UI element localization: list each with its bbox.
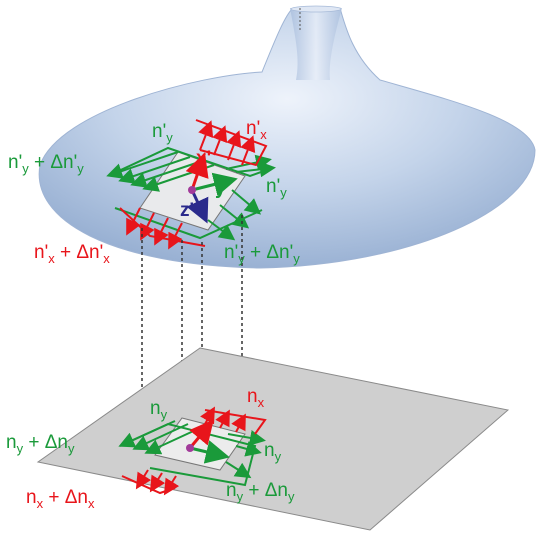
plane-axis-x-arrow <box>188 419 214 449</box>
axis-y-arrow <box>191 172 238 197</box>
shell-top-rim <box>290 5 342 13</box>
label-ny-plus-delta-left: n'y + Δn'y <box>8 152 84 176</box>
label-axis-x: x' <box>196 148 211 169</box>
label-axis-z: z' <box>180 200 194 221</box>
plane-ny-arrow <box>118 420 176 448</box>
shell-ny-arrow <box>235 161 276 178</box>
shell-nx-arrow <box>212 125 228 156</box>
plane-axis-y-arrow <box>189 440 230 464</box>
shell-force-labels: n'y n'x n'y + Δn'y n'y n'x + Δn'x n'y + … <box>8 118 300 266</box>
shell-flare <box>38 7 536 269</box>
plane-label-ny-plus-delta-left: ny + Δny <box>6 432 75 456</box>
label-ny-plus-delta-bottom: n'y + Δn'y <box>224 242 300 266</box>
plane-nx-arrow <box>163 475 180 496</box>
plane-label-nx-top: nx <box>247 386 265 410</box>
plane-axis-origin-dot <box>186 444 194 452</box>
plane-ny-arrow <box>227 430 266 446</box>
shell-nx-arrow <box>198 120 214 151</box>
shell-local-axes <box>185 152 238 224</box>
plane-surface <box>36 347 510 531</box>
label-axis-y: y' <box>215 178 230 199</box>
plane-nx-arrow <box>215 409 230 429</box>
reference-plane <box>36 347 510 531</box>
plane-nx-arrow <box>135 469 152 490</box>
shell-nx-arrow <box>140 212 155 241</box>
plane-ny-arrow <box>235 441 262 457</box>
shell-nx-arrow <box>226 130 242 161</box>
shell-nx-arrow <box>168 222 183 250</box>
plane-local-axes <box>186 419 230 464</box>
label-nx-top: n'x <box>246 118 267 142</box>
plane-nx-arrow <box>231 413 246 433</box>
label-ny-top: n'y <box>152 121 173 145</box>
shell-ny-arrow <box>207 219 236 241</box>
shell-nx-arrow <box>240 135 256 166</box>
shell-nx-arrows <box>119 119 268 250</box>
shell-surface <box>38 5 536 269</box>
label-ny-right: n'y <box>266 176 287 200</box>
label-nx-plus-delta: n'x + Δn'x <box>34 242 110 266</box>
plane-nx-arrows <box>121 406 267 496</box>
plane-ny-arrow <box>225 461 252 479</box>
axis-x-arrow <box>185 152 209 191</box>
plane-label-ny-right: ny <box>264 440 282 464</box>
plane-label-ny-top: ny <box>150 398 168 422</box>
plane-label-nx-plus-delta: nx + Δnx <box>26 487 95 511</box>
axis-z-arrow <box>186 189 209 224</box>
plane-label-ny-plus-delta-bottom: ny + Δny <box>226 480 295 504</box>
shell-element <box>106 119 276 250</box>
plane-nx-arrow <box>149 472 166 493</box>
plane-element <box>118 406 267 496</box>
shell-nx-arrow <box>126 207 141 236</box>
shell-neck <box>290 8 342 80</box>
axis-origin-dot <box>188 186 196 194</box>
shell-nx-arrow <box>154 217 169 246</box>
plane-force-labels: ny nx ny + Δny ny nx + Δnx ny + Δny <box>6 386 295 511</box>
